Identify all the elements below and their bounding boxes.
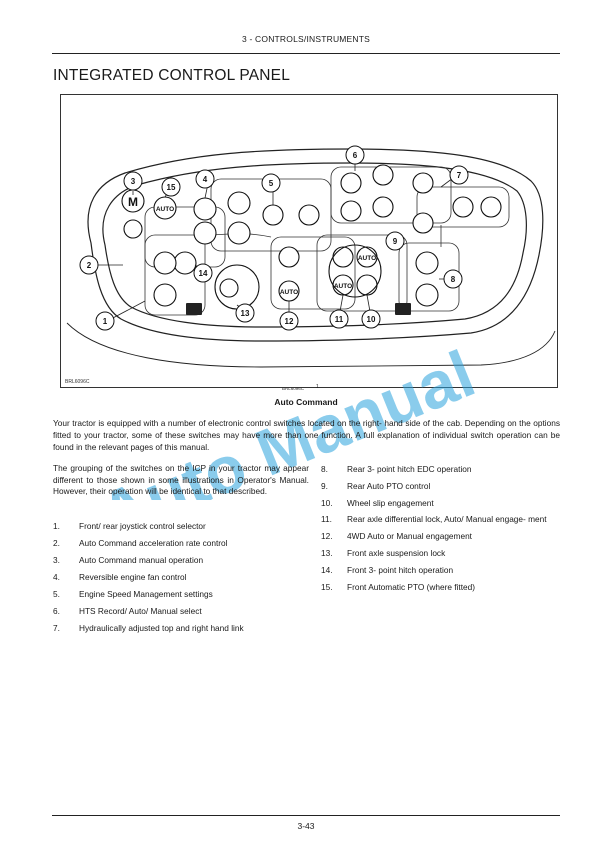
callout-2: 2 [79, 255, 99, 275]
m-button-label: M [128, 195, 138, 209]
svg-text:10: 10 [367, 315, 376, 324]
switch-list-right: 8.Rear 3- point hitch EDC operation 9.Re… [321, 464, 577, 598]
svg-text:2: 2 [87, 261, 92, 270]
callout-8: 8 [443, 269, 463, 289]
callout-9: 9 [385, 231, 405, 251]
list-item: 10.Wheel slip engagement [321, 497, 434, 508]
control-panel-figure: AUTO AUTO AUTO AUTO M 1 [60, 94, 558, 388]
callout-7: 7 [449, 165, 469, 185]
list-item: 7.Hydraulically adjusted top and right h… [53, 623, 244, 633]
list-item: 9.Rear Auto PTO control [321, 480, 431, 491]
intro-paragraph: Your tractor is equipped with a number o… [53, 418, 560, 452]
svg-text:12: 12 [285, 317, 294, 326]
list-item: 14.Front 3- point hitch operation [321, 564, 454, 575]
auto-button-label: AUTO [280, 289, 298, 296]
switch-list-left: 1.Front/ rear joystick control selector … [53, 521, 309, 640]
list-item: 6.HTS Record/ Auto/ Manual select [53, 606, 202, 616]
svg-text:8: 8 [451, 275, 456, 284]
callout-12: 12 [279, 311, 299, 331]
grouping-paragraph: The grouping of the switches on the ICP … [53, 463, 309, 496]
svg-text:3: 3 [131, 177, 136, 186]
callout-14: 14 [193, 263, 213, 283]
list-item: 3.Auto Command manual operation [53, 555, 204, 565]
chapter-header: 3 - CONTROLS/INSTRUMENTS [241, 34, 371, 44]
auto-button-label: AUTO [358, 255, 376, 262]
callout-15: 15 [161, 177, 181, 197]
caption-code: BRL6096C [282, 386, 305, 391]
svg-text:5: 5 [269, 179, 274, 188]
list-item: 2.Auto Command acceleration rate control [53, 538, 228, 548]
callout-3: 3 [123, 171, 143, 191]
callout-5: 5 [261, 173, 281, 193]
caption-number: 1 [316, 384, 319, 390]
auto-button-label: AUTO [156, 206, 174, 213]
list-item: 12.4WD Auto or Manual engagement [321, 531, 472, 542]
svg-text:6: 6 [353, 151, 358, 160]
callout-4: 4 [195, 169, 215, 189]
svg-text:1: 1 [103, 317, 108, 326]
svg-text:7: 7 [457, 171, 462, 180]
control-panel-illustration: AUTO AUTO AUTO AUTO M 1 [65, 145, 556, 385]
list-item: 13.Front axle suspension lock [321, 547, 446, 558]
callout-1: 1 [95, 311, 115, 331]
footer-rule [52, 815, 560, 816]
svg-text:4: 4 [203, 175, 208, 184]
list-item: 5.Engine Speed Management settings [53, 589, 213, 599]
list-item: 4.Reversible engine fan control [53, 572, 187, 582]
caption-title: Auto Command [274, 397, 338, 407]
figure-code: BRL6096C [65, 379, 90, 385]
list-item: 1.Front/ rear joystick control selector [53, 521, 206, 531]
callout-11: 11 [329, 309, 349, 329]
auto-button-label: AUTO [334, 283, 352, 290]
list-item: 15.Front Automatic PTO (where fitted) [321, 581, 476, 592]
svg-text:14: 14 [199, 269, 208, 278]
list-item: 11.Rear axle differential lock, Auto/ Ma… [321, 514, 547, 525]
header-rule [52, 53, 560, 54]
callout-6: 6 [345, 145, 365, 165]
svg-text:9: 9 [393, 237, 398, 246]
svg-text:15: 15 [167, 183, 176, 192]
section-title: INTEGRATED CONTROL PANEL [53, 67, 291, 84]
callout-10: 10 [361, 309, 381, 329]
page-number: 3-43 [297, 821, 315, 831]
list-item: 8.Rear 3- point hitch EDC operation [321, 464, 472, 474]
callout-13: 13 [235, 303, 255, 323]
svg-text:11: 11 [335, 315, 344, 324]
svg-text:13: 13 [241, 309, 250, 318]
